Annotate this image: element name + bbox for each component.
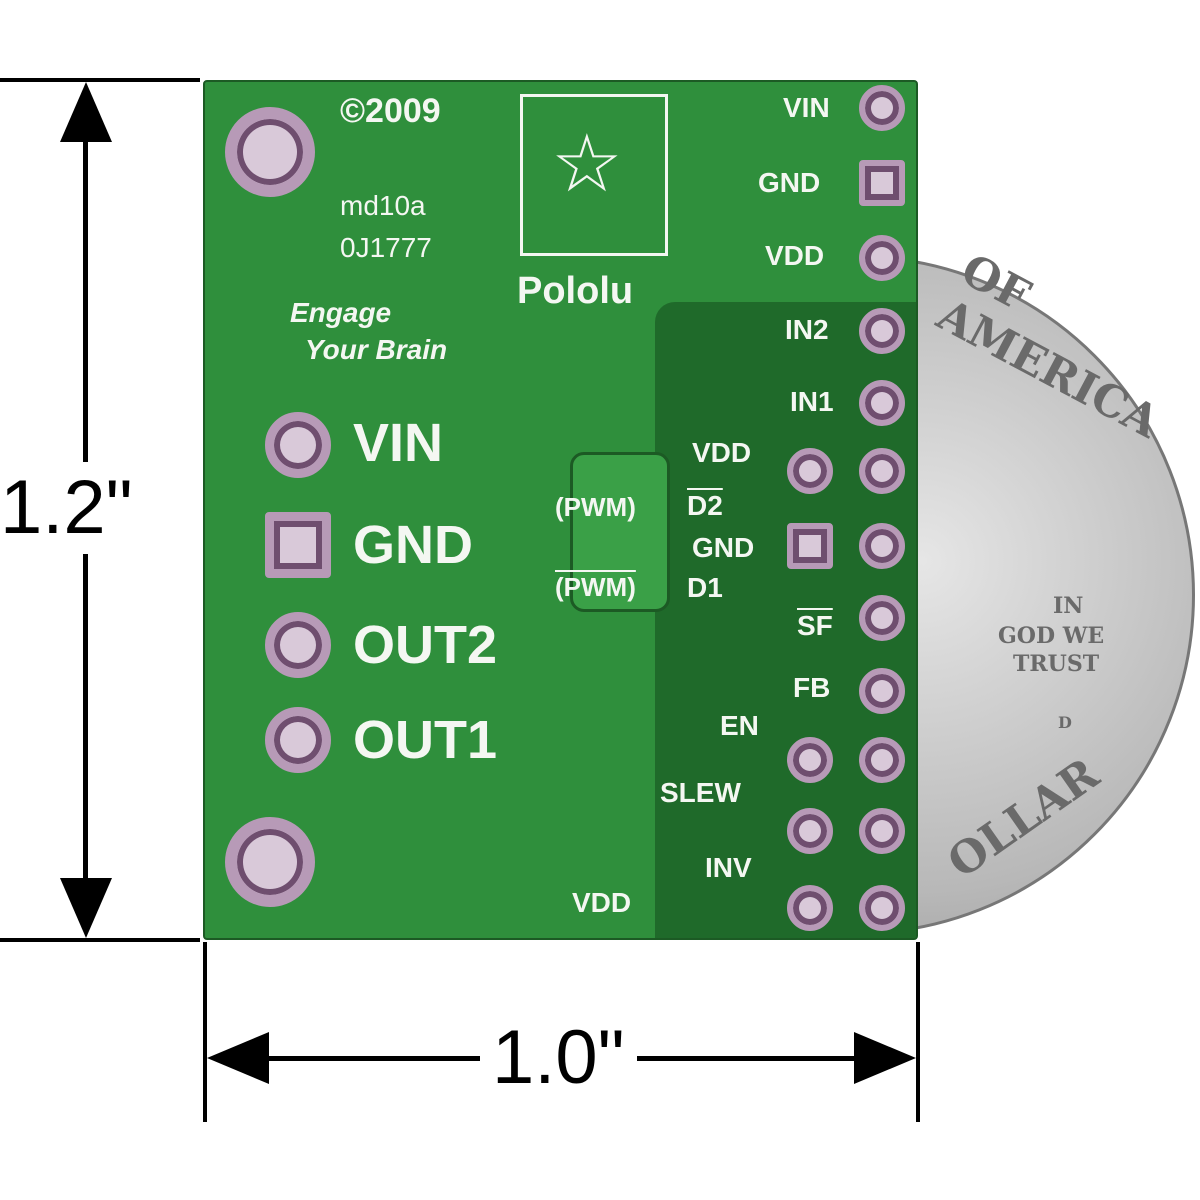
label-pwm1: (PWM) [555,572,636,602]
pololu-logo: ☆ [520,94,668,256]
header-pin [859,235,905,281]
label-out1: OUT1 [353,710,498,770]
label-slew: SLEW [660,777,741,808]
label-sf: SF [797,610,833,641]
header-pin [859,308,905,354]
header-pin [859,380,905,426]
slogan-line-2: Your Brain [305,334,448,365]
label-vin: VIN [353,413,444,473]
header-pin [859,885,905,931]
mounting-hole-bottom [225,817,315,907]
brand-text: Pololu [517,270,634,312]
coin-bottom-text: OLLAR [938,748,1109,889]
label-vdd-bottom: VDD [572,887,632,918]
arrow-right-icon [854,1032,916,1084]
inner-pin [787,808,833,854]
motor-driver-pcb: ©2009 md10a 0J1777 ☆ Pololu Engage Your … [203,80,918,940]
height-label: 1.2" [0,462,133,554]
label-header-vdd: VDD [765,240,825,271]
coin-mint-mark: D [1058,713,1072,732]
label-header-vin: VIN [783,92,830,123]
label-d1: D1 [687,572,723,603]
header-pin [859,595,905,641]
label-header-gnd: GND [758,167,821,198]
label-d2: D2 [687,490,723,521]
pad-gnd [265,512,331,578]
label-inv: INV [705,852,752,883]
arrow-down-icon [60,878,112,938]
dimension-extension-top [0,78,200,82]
arrow-up-icon [60,82,112,142]
pad-out1 [265,707,331,773]
coin-top-text: OF AMERICA [928,244,1168,449]
label-en: EN [720,710,759,741]
dimension-extension-bottom [0,938,200,942]
copper-pour [570,452,670,612]
serial-text: 0J1777 [340,232,432,263]
header-pin [859,668,905,714]
inner-pin [787,523,833,569]
header-pin [859,160,905,206]
dimension-extension-right [916,942,920,1122]
label-vdd-top: VDD [692,437,752,468]
mounting-hole-top [225,107,315,197]
pad-vin [265,412,331,478]
header-pin [859,85,905,131]
coin-motto-2: GOD WE [998,623,1105,649]
label-pwm2: (PWM) [555,492,636,522]
label-out2: OUT2 [353,615,498,675]
inner-pin [787,448,833,494]
label-in2: IN2 [785,314,829,345]
pad-out2 [265,612,331,678]
width-label: 1.0" [480,1020,637,1096]
arrow-left-icon [207,1032,269,1084]
label-gnd-inner: GND [692,532,755,563]
coin-motto-3: TRUST [1013,651,1100,677]
inner-pin [787,885,833,931]
inner-pin [787,737,833,783]
slogan-line-1: Engage [290,297,392,328]
label-fb: FB [793,672,831,703]
header-pin [859,808,905,854]
model-text: md10a [340,190,426,221]
header-pin [859,523,905,569]
label-in1: IN1 [790,386,834,417]
star-icon: ☆ [551,119,623,208]
header-pin [859,448,905,494]
dimension-extension-left [203,942,207,1122]
label-gnd: GND [353,515,473,575]
header-pin [859,737,905,783]
copyright-text: ©2009 [340,92,441,130]
coin-motto-1: IN [1053,593,1084,619]
